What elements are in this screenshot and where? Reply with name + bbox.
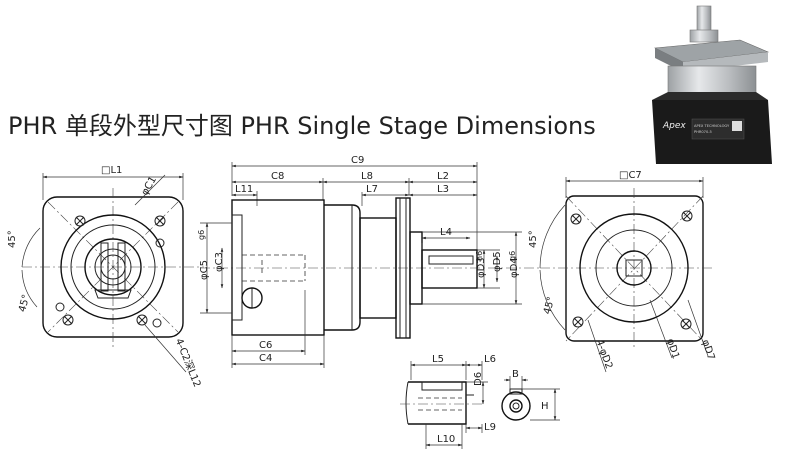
product-label	[691, 118, 745, 140]
dim-b: B	[512, 369, 519, 380]
dim-l8: L8	[361, 171, 373, 182]
product-label-line1: APEX TECHNOLOGY	[694, 124, 730, 128]
angle-45-upper: 45°	[7, 230, 18, 248]
dim-c5: φC5	[199, 260, 210, 280]
brand-logo: Apex	[662, 121, 686, 131]
dim-c8: C8	[271, 171, 284, 182]
dim-l1: □L1	[101, 165, 122, 176]
dim-d3: φD3	[476, 257, 487, 278]
dim-h: H	[541, 401, 549, 412]
dim-d2: 4-φD2	[593, 338, 614, 371]
dim-d7: φD7	[699, 338, 716, 361]
qr-code-icon	[732, 121, 742, 131]
dim-d5: φD5	[492, 251, 503, 272]
gearbox-product-image: Apex APEX TECHNOLOGY PHR070-5	[652, 5, 772, 164]
angle-45-right-upper: 45°	[528, 230, 539, 248]
dim-c9: C9	[351, 155, 364, 166]
dim-l11: L11	[235, 184, 253, 195]
dim-l10: L10	[437, 434, 455, 445]
angle-45-lower: 45°	[17, 293, 32, 313]
angle-45-right-lower: 45°	[542, 296, 557, 316]
dim-c2-l12: 4-C2深L12	[173, 337, 203, 389]
dim-c4: C4	[259, 353, 272, 364]
dim-l5: L5	[432, 354, 444, 365]
page-title: PHR 单段外型尺寸图 PHR Single Stage Dimensions	[8, 112, 596, 140]
dim-c1: φC1	[140, 175, 160, 198]
dim-l9: L9	[484, 422, 496, 433]
dim-l3: L3	[437, 184, 449, 195]
dim-d4: φD4	[509, 257, 520, 278]
product-label-line2: PHR070-5	[694, 130, 712, 134]
dim-l4: L4	[440, 227, 452, 238]
side-view: C9 C8 L8 L2 L11 L7 L3	[197, 155, 540, 368]
dim-l7: L7	[366, 184, 378, 195]
dim-c6: C6	[259, 340, 272, 351]
front-view-left: □L1 φC1 45° 45° 4-C2深L1	[7, 165, 204, 389]
dim-d6: D6	[473, 372, 484, 386]
front-view-right: □C7 45° 45° 4-φD2 φD1 φD7	[528, 170, 716, 373]
dim-c7: □C7	[619, 170, 642, 181]
dim-c3: φC3	[214, 252, 225, 272]
dim-d4-tol: g6	[508, 251, 517, 261]
dim-l6: L6	[484, 354, 496, 365]
dim-c5-tol: g6	[197, 230, 206, 240]
dim-l2: L2	[437, 171, 449, 182]
dim-d3-tol: h6	[475, 251, 484, 261]
key-detail-view: L5 L6 D6 L9 L10 B H	[400, 354, 560, 449]
